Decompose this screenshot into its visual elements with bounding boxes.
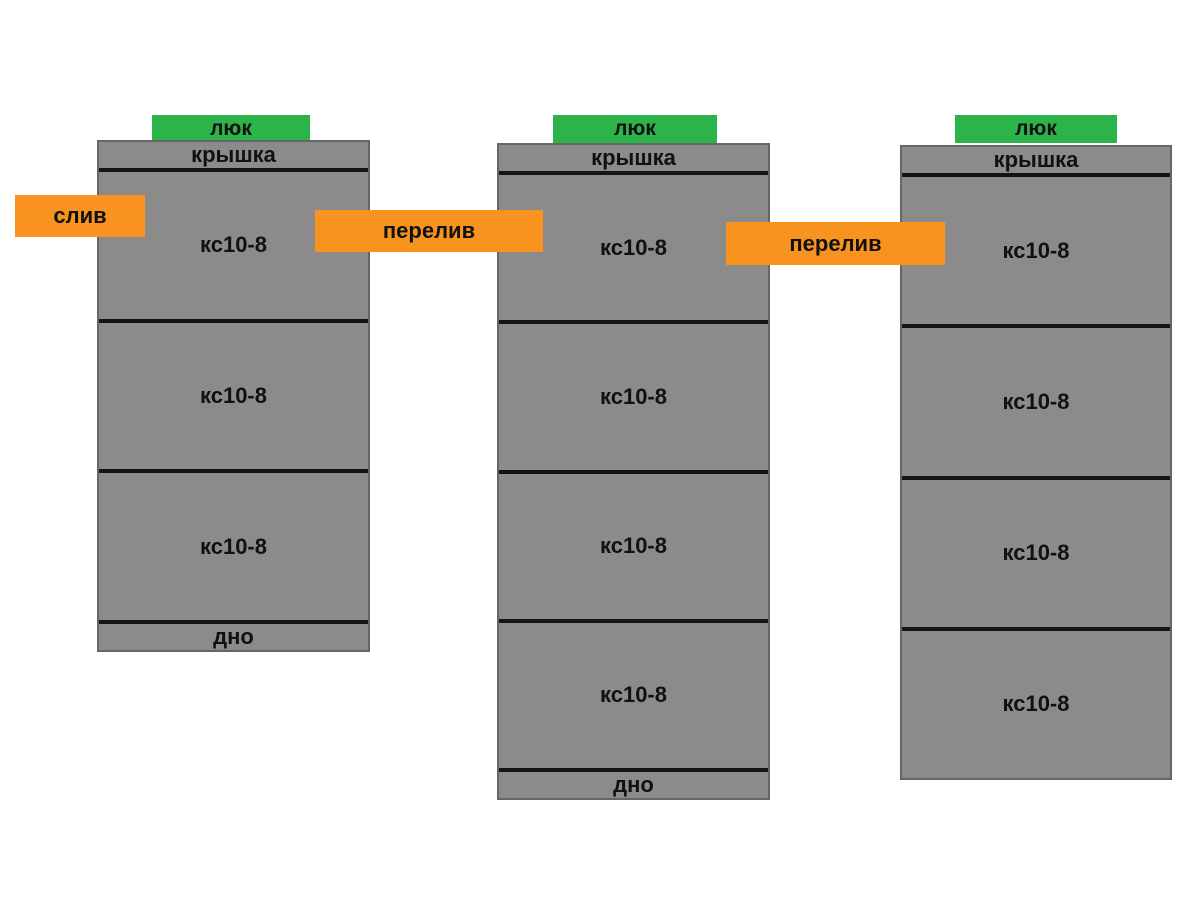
- ring-label: кс10-8: [902, 324, 1170, 475]
- ring-label: кс10-8: [499, 171, 768, 320]
- ring-label: кс10-8: [499, 618, 768, 768]
- hatch-label: люк: [553, 115, 717, 143]
- ring-label: кс10-8: [902, 626, 1170, 778]
- ring-label: кс10-8: [99, 168, 368, 319]
- ring-label: кс10-8: [499, 469, 768, 619]
- cover-label: крышка: [993, 147, 1079, 172]
- ring-label: кс10-8: [499, 320, 768, 469]
- hatch-label: люк: [152, 115, 310, 143]
- overflow-label-1: перелив: [315, 210, 543, 252]
- ring-label: кс10-8: [902, 475, 1170, 627]
- cover-label: крышка: [591, 145, 676, 170]
- hatch-label: люк: [955, 115, 1117, 143]
- cover-label: крышка: [191, 142, 276, 167]
- overflow-label-2: перелив: [726, 222, 945, 265]
- ring-label: кс10-8: [99, 469, 368, 620]
- bottom-label: дно: [499, 768, 768, 798]
- bottom-label: дно: [99, 620, 368, 650]
- ring-label: кс10-8: [99, 318, 368, 470]
- ring-label: кс10-8: [902, 173, 1170, 324]
- drain-label: слив: [15, 195, 145, 237]
